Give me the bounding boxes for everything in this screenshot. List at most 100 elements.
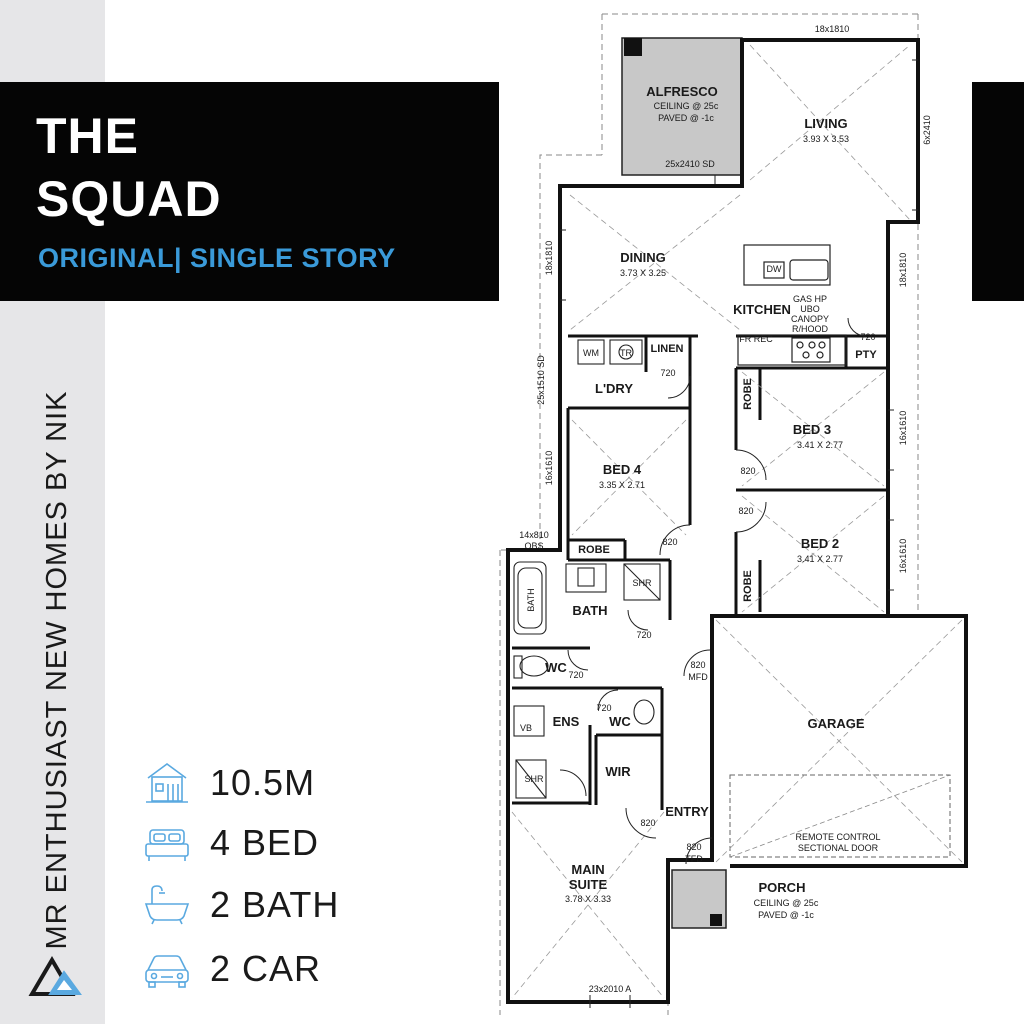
laundry-door-dim: 720 <box>660 368 675 378</box>
bed3-robe-label: ROBE <box>742 378 754 410</box>
kitchen-label: KITCHEN <box>733 302 791 317</box>
laundry-label: L'DRY <box>595 381 633 396</box>
dim-main-window: 23x2010 A <box>589 984 632 994</box>
right-accent-block <box>972 82 1024 301</box>
bathroom-fixtures <box>513 561 661 799</box>
dim-kitchen-right: 18x1810 <box>898 253 908 288</box>
dining-size: 3.73 X 3.25 <box>620 268 666 278</box>
wc1-door-dim: 720 <box>568 670 583 680</box>
shower-label-2: SHR <box>524 774 544 784</box>
kitchen-note-4: R/HOOD <box>792 324 829 334</box>
linen-label: LINEN <box>651 343 684 355</box>
bed3-size: 3.41 X 2.77 <box>797 440 843 450</box>
spec-bed: 4 BED <box>142 818 382 868</box>
entry-label: ENTRY <box>665 804 709 819</box>
kitchen-note-1: GAS HP <box>793 294 827 304</box>
bathtub-icon <box>144 885 190 925</box>
spec-car: 2 CAR <box>142 944 382 994</box>
bed2-label: BED 2 <box>801 536 839 551</box>
exterior-walls <box>506 38 968 1004</box>
wc2-label: WC <box>609 714 631 729</box>
washing-machine-label: WM <box>583 348 599 358</box>
spec-width-label: 10.5M <box>210 762 316 803</box>
alfresco-paved: PAVED @ -1c <box>658 113 714 123</box>
spec-car-label: 2 CAR <box>210 948 322 989</box>
garage-door-label-1: REMOTE CONTROL <box>795 832 880 842</box>
obs-label: OBS <box>524 541 543 551</box>
wir-label: WIR <box>605 764 631 779</box>
title-line-2: SQUAD <box>36 171 222 227</box>
subtitle: ORIGINAL| SINGLE STORY <box>38 243 396 273</box>
bed2-robe-label: ROBE <box>742 570 754 602</box>
main-suite-label-2: SUITE <box>569 877 608 892</box>
kitchen-fixtures <box>737 244 847 366</box>
porch-area <box>671 869 727 929</box>
bath-door-dim: 720 <box>636 630 651 640</box>
main-suite-size: 3.78 X 3.33 <box>565 894 611 904</box>
ensuite-label: ENS <box>553 714 580 729</box>
mountain-triangle-logo-icon <box>28 956 82 996</box>
fridge-recess-label: FR REC <box>739 334 773 344</box>
bed4-size: 3.35 X 2.71 <box>599 480 645 490</box>
spec-width: 10.5M <box>142 758 382 808</box>
bathtub-label: BATH <box>526 588 536 611</box>
alfresco-label: ALFRESCO <box>646 84 718 99</box>
bed-icon <box>145 829 189 861</box>
porch-label: PORCH <box>759 880 806 895</box>
bed2-size: 3.41 X 2.77 <box>797 554 843 564</box>
vanity-label: VB <box>520 723 532 733</box>
bed4-door-dim: 820 <box>662 537 677 547</box>
pantry-label: PTY <box>855 349 877 361</box>
garage-door <box>729 774 951 858</box>
interior-walls <box>512 334 888 810</box>
car-icon <box>145 955 189 988</box>
dim-bed3-right: 16x1610 <box>898 411 908 446</box>
dim-bed4-left: 16x1610 <box>544 451 554 486</box>
dishwasher-label: DW <box>767 264 782 274</box>
dim-top: 18x1810 <box>815 24 850 34</box>
alfresco-ceiling: CEILING @ 25c <box>654 101 719 111</box>
house-width-icon <box>146 763 188 803</box>
garage-door-label-2: SECTIONAL DOOR <box>798 843 879 853</box>
bed4-robe-label: ROBE <box>578 544 610 556</box>
entry-door-dim: 820 <box>640 818 655 828</box>
bed3-door-dim: 820 <box>740 466 755 476</box>
trough-label: TR <box>620 348 632 358</box>
garage-label: GARAGE <box>807 716 864 731</box>
porch-paved: PAVED @ -1c <box>758 910 814 920</box>
title-line-1: THE <box>36 108 139 164</box>
windows <box>560 59 918 1008</box>
dim-dining-left: 18x1810 <box>544 241 554 276</box>
front-door-dim: 820 <box>686 842 701 852</box>
spec-bed-label: 4 BED <box>210 822 320 863</box>
porch-ceiling: CEILING @ 25c <box>754 898 819 908</box>
laundry-fixtures <box>577 339 643 365</box>
wc2-door-dim: 720 <box>596 703 611 713</box>
alfresco-area <box>621 37 743 176</box>
dim-living-right: 6x2410 <box>922 115 932 145</box>
dim-obs-window: 14x810 <box>519 530 549 540</box>
pantry-door-dim: 720 <box>860 332 875 342</box>
main-suite-label-1: MAIN <box>571 862 604 877</box>
room-diagonals <box>511 44 963 999</box>
living-label: LIVING <box>804 116 847 131</box>
front-door-type: TFD <box>685 854 703 864</box>
wc1-label: WC <box>545 660 567 675</box>
living-size: 3.93 X 3.53 <box>803 134 849 144</box>
dining-label: DINING <box>620 250 666 265</box>
title-block: THE SQUAD ORIGINAL| SINGLE STORY <box>0 82 499 301</box>
alfresco-post <box>624 38 642 56</box>
spec-bath: 2 BATH <box>142 880 382 930</box>
shower-label-1: SHR <box>632 578 652 588</box>
kitchen-note-2: UBO <box>800 304 820 314</box>
bed4-label: BED 4 <box>603 462 642 477</box>
kitchen-note-3: CANOPY <box>791 314 829 324</box>
door-swings <box>559 317 867 865</box>
dim-ldry-left: 25x1510 SD <box>536 355 546 405</box>
spec-bath-label: 2 BATH <box>210 884 340 925</box>
bath-label: BATH <box>572 603 607 618</box>
bed2-door-dim: 820 <box>738 506 753 516</box>
dim-bed2-right: 16x1610 <box>898 539 908 574</box>
alfresco-door-dim: 25x2410 SD <box>665 159 715 169</box>
